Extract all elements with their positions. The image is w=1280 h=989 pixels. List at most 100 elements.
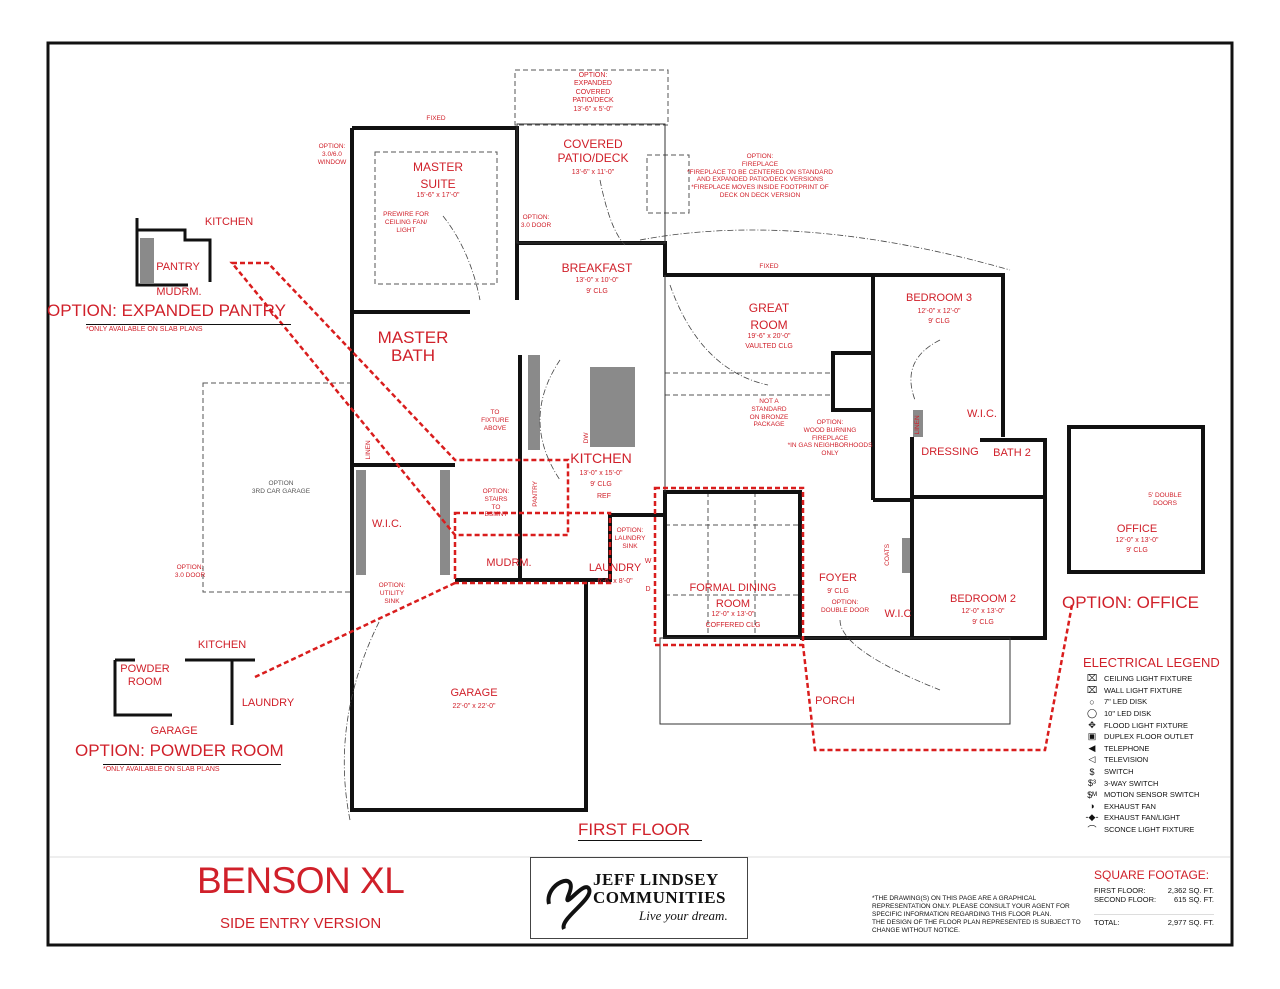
powder-inset-kitchen: KITCHEN (197, 639, 247, 651)
legend-item: ⌒ SCONCE LIGHT FIXTURE (1080, 824, 1225, 836)
office-doors-note: 5' DOUBLE DOORS (1148, 492, 1182, 507)
disclaimer: *THE DRAWING(S) ON THIS PAGE ARE A GRAPH… (872, 895, 1081, 934)
bedroom3-label: BEDROOM 3 (905, 292, 973, 304)
company-logo: JEFF LINDSEY COMMUNITIES Live your dream… (530, 857, 748, 939)
laundry-label: LAUNDRY (588, 562, 642, 574)
powder-inset-garage: GARAGE (150, 725, 198, 737)
floor-outlet-icon: ▣ (1087, 731, 1097, 742)
bedroom3-clg: 9' CLG (928, 318, 950, 325)
kitchen-dims: 13'-0" x 15'-0" (579, 470, 623, 477)
legend-item-label: 3-WAY SWITCH (1104, 778, 1159, 788)
covered-patio-label: COVERED PATIO/DECK (557, 137, 629, 166)
dressing-label: DRESSING (921, 446, 979, 458)
office-clg: 9' CLG (1126, 547, 1148, 554)
legend-item: ◀TELEPHONE (1080, 743, 1225, 755)
wall-light-icon: ⌧ (1086, 684, 1098, 695)
breakfast-clg: 9' CLG (586, 288, 608, 295)
legend-item: $ᴹ MOTION SENSOR SWITCH (1080, 789, 1225, 801)
dining-label: FORMAL DINING ROOM (689, 582, 777, 610)
legend-item-label: 10" LED DISK (1104, 709, 1152, 719)
option-office-title: OPTION: OFFICE (1062, 593, 1199, 612)
foyer-label: FOYER (819, 572, 857, 584)
bath2-label: BATH 2 (993, 447, 1031, 459)
fixture-note: TO FIXTURE ABOVE (481, 409, 509, 432)
coats-closet-label: COATS (884, 543, 892, 566)
logo-line2: COMMUNITIES (593, 888, 727, 907)
pantry-label: PANTRY (532, 481, 540, 507)
bedroom2-clg: 9' CLG (972, 619, 994, 626)
pantry-inset-kitchen: KITCHEN (204, 216, 254, 228)
pantry-inset-pantry: PANTRY (156, 261, 200, 273)
office-label: OFFICE (1116, 523, 1158, 535)
legend-item-label: FLOOD LIGHT FIXTURE (1104, 720, 1189, 730)
legend-item-label: WALL LIGHT FIXTURE (1104, 685, 1183, 695)
laundry-dims: 6'-6" x 8'-0" (597, 578, 633, 585)
great-room-label: GREAT ROOM (748, 301, 790, 332)
expanded-pantry-note: *ONLY AVAILABLE ON SLAB PLANS (86, 324, 291, 333)
legend-item-label: DUPLEX FLOOR OUTLET (1104, 732, 1194, 742)
plan-name: BENSON XL (197, 860, 405, 901)
legend-item: ◁TELEVISION (1080, 754, 1225, 766)
dryer-label: D (645, 586, 651, 593)
dishwasher-label: DW (583, 432, 591, 444)
legend-item-label: MOTION SENSOR SWITCH (1104, 790, 1200, 800)
refrigerator-label: REF (597, 493, 611, 500)
option-callouts-red (229, 261, 1074, 752)
optional-dashed-outlines (202, 69, 833, 637)
garage-dims: 22'-0" x 22'-0" (452, 703, 496, 710)
legend-title: ELECTRICAL LEGEND (1083, 655, 1220, 670)
telephone-icon: ◀ (1088, 742, 1096, 753)
sconce-icon: ⌒ (1087, 825, 1097, 836)
bedroom2-label: BEDROOM 2 (949, 593, 1017, 605)
stairs-option: OPTION: STAIRS TO BSMNT (482, 488, 510, 519)
sqft-value: 2,362 SQ. FT. (1167, 886, 1214, 895)
foyer-clg: 9' CLG (827, 588, 849, 595)
sqft-label: TOTAL: (1094, 918, 1120, 927)
porch-label: PORCH (815, 695, 855, 707)
television-icon: ◁ (1088, 754, 1096, 765)
legend-item: -◆- EXHAUST FAN/LIGHT (1080, 812, 1225, 824)
square-footage: SQUARE FOOTAGE: FIRST FLOOR: 2,362 SQ. FT… (1094, 868, 1214, 927)
kitchen-clg: 9' CLG (590, 481, 612, 488)
great-room-clg: VAULTED CLG (745, 343, 793, 350)
electrical-legend: ELECTRICAL LEGEND ⌧CEILING LIGHT FIXTURE… (1080, 655, 1225, 835)
led-7-icon: ○ (1089, 696, 1095, 707)
electrical-arcs (343, 179, 1011, 821)
option-powder-room-title: OPTION: POWDER ROOM (75, 741, 284, 760)
legend-item-label: EXHAUST FAN/LIGHT (1104, 813, 1181, 823)
office-dims: 12'-0" x 13'-0" (1115, 537, 1159, 544)
garage-door-option: OPTION: 3.0 DOOR (174, 564, 206, 579)
legend-item: ⌧CEILING LIGHT FIXTURE (1080, 673, 1225, 685)
square-footage-title: SQUARE FOOTAGE: (1094, 868, 1210, 882)
wood-fireplace-option: OPTION: WOOD BURNING FIREPLACE *IN GAS N… (787, 419, 873, 458)
covered-patio-dims: 13'-6" x 11'-0" (571, 169, 615, 176)
window-option: OPTION: 3.0/6.0 WINDOW (317, 143, 347, 166)
master-suite-dims: 15'-6" x 17'-0" (416, 192, 460, 199)
logo-line1: JEFF LINDSEY (593, 870, 719, 889)
mudroom-label: MUDRM. (486, 557, 532, 569)
sqft-label: FIRST FLOOR: (1094, 886, 1146, 895)
powder-inset-powder-room: POWDER ROOM (120, 663, 170, 689)
garage-label: GARAGE (450, 687, 498, 699)
breakfast-dims: 13'-0" x 10'-0" (575, 277, 619, 284)
exhaust-fan-icon: ◑ (1089, 801, 1095, 812)
great-room-dims: 19'-6" x 20'-0" (747, 333, 791, 340)
legend-item: ⌧ WALL LIGHT FIXTURE (1080, 685, 1225, 697)
master-bath-label: MASTER BATH (377, 328, 449, 365)
sqft-row-first: FIRST FLOOR: 2,362 SQ. FT. (1094, 886, 1214, 895)
legend-item: ✥FLOOD LIGHT FIXTURE (1080, 719, 1225, 731)
master-wic-label: W.I.C. (372, 518, 402, 530)
inset-walls (113, 218, 255, 725)
powder-inset-laundry: LAUNDRY (241, 697, 295, 709)
legend-item-label: CEILING LIGHT FIXTURE (1104, 674, 1193, 684)
plan-version: SIDE ENTRY VERSION (220, 915, 382, 932)
exhaust-fan-light-icon: -◆- (1085, 812, 1099, 823)
legend-item-label: SCONCE LIGHT FIXTURE (1104, 825, 1195, 835)
sqft-row-total: TOTAL:2,977 SQ. FT. (1094, 914, 1214, 927)
powder-room-note: *ONLY AVAILABLE ON SLAB PLANS (103, 764, 281, 773)
option-expanded-pantry-title: OPTION: EXPANDED PANTRY (47, 301, 286, 320)
fixed-window-label: FIXED (426, 115, 446, 122)
motion-switch-icon: $ᴹ (1087, 789, 1097, 800)
